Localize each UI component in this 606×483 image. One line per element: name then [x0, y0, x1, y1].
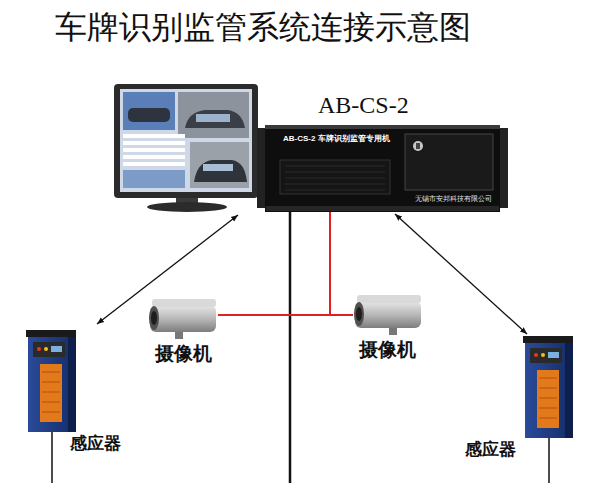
sensor-illustration-part [539, 408, 557, 409]
monitor-illustration-part [178, 92, 249, 138]
camera-illustration-part [356, 307, 362, 321]
sensor-illustration-part [42, 402, 60, 403]
sensor-illustration-part [42, 372, 60, 373]
server-illustration [257, 125, 508, 212]
camera-illustration-part [175, 331, 183, 339]
cable-line [289, 212, 292, 483]
monitor-illustration-part [123, 141, 185, 145]
sensor-illustration-part [42, 412, 60, 413]
camera-illustration-part [150, 305, 216, 332]
monitor-illustration-part [203, 164, 233, 171]
monitor-illustration-part [128, 108, 170, 122]
monitor-illustration-part [120, 89, 252, 192]
sensor-illustration-part [28, 335, 70, 432]
panel-label: AB-CS-2 车牌识别监管专用机 [283, 134, 390, 143]
sensor-illustration-part [539, 378, 557, 379]
monitor-illustration-part [123, 134, 185, 138]
camera-label: 摄像机 [359, 339, 416, 361]
camera-illustration-part [354, 302, 364, 326]
server-illustration-part [285, 178, 385, 179]
sensor: 感应器 [523, 336, 573, 438]
sensor-illustration-part [539, 418, 557, 419]
sensor-illustration-part [42, 392, 60, 393]
monitor-illustration-part [147, 202, 227, 212]
camera-label: 摄像机 [155, 343, 212, 365]
sensor-illustration [523, 336, 573, 438]
camera-illustration-part [149, 306, 159, 330]
sensor-post [548, 438, 550, 483]
connector [330, 212, 353, 315]
server-illustration-part [405, 134, 493, 190]
monitor-illustration [114, 84, 258, 212]
camera-illustration-part [355, 301, 421, 328]
sensor-illustration-part [525, 341, 567, 438]
monitor-illustration-part [114, 84, 258, 198]
server-illustration-part [280, 160, 390, 194]
monitor-illustration-part [123, 92, 175, 130]
server-box: AB-CS-2AB-CS-2 车牌识别监管专用机无锡市安邦科技有限公司 [265, 125, 500, 212]
server-illustration-part [265, 125, 500, 212]
sensor-illustration-part [68, 335, 76, 432]
monitor-illustration-part [123, 148, 185, 152]
camera-illustration-part [357, 295, 421, 303]
sensor-post [51, 432, 53, 483]
connector [218, 212, 330, 315]
monitor-illustration-part [123, 155, 185, 159]
server-illustration-part [413, 141, 423, 151]
sensor-illustration-part [537, 370, 559, 428]
camera-illustration [354, 295, 421, 335]
monitor-illustration-part [194, 160, 247, 182]
server-illustration-part [285, 166, 385, 167]
camera-illustration-part [151, 311, 157, 325]
sensor-illustration-part [548, 352, 559, 358]
sensor-illustration-part [530, 348, 562, 363]
sensor-label: 感应器 [465, 440, 516, 460]
sensor-illustration-part [26, 330, 76, 337]
sensor-illustration-part [539, 388, 557, 389]
monitor-illustration-part [123, 170, 185, 188]
sensor: 感应器 [26, 330, 76, 432]
monitor-illustration-part [185, 110, 245, 128]
connector [395, 214, 527, 334]
sensor-illustration-part [44, 347, 48, 351]
sensor-illustration-part [51, 346, 62, 352]
server-illustration-part [265, 125, 500, 129]
device-model: AB-CS-2 [318, 92, 409, 120]
sensor-illustration [26, 330, 76, 432]
sensor-illustration-part [565, 341, 573, 438]
sensor-illustration-part [33, 342, 65, 357]
sensor-illustration-part [42, 382, 60, 383]
server-illustration-part [285, 190, 385, 191]
camera-illustration [149, 299, 216, 339]
company-name: 无锡市安邦科技有限公司 [415, 195, 492, 203]
sensor-illustration-part [541, 353, 545, 357]
server-illustration-part [285, 172, 385, 173]
sensor-illustration-part [40, 364, 62, 422]
server-illustration-part [266, 206, 499, 211]
camera-illustration-part [389, 327, 397, 335]
monitor-illustration-part [190, 142, 249, 188]
server-illustration-part [416, 143, 420, 149]
server-illustration-part [285, 184, 385, 185]
monitor-illustration-part [123, 162, 185, 166]
camera: 摄像机 [149, 297, 218, 339]
diagram-title: 车牌识别监管系统连接示意图 [55, 8, 471, 46]
sensor-illustration-part [539, 398, 557, 399]
sensor-illustration-part [523, 336, 573, 343]
sensor-illustration-part [534, 353, 538, 357]
monitor-illustration-part [196, 114, 230, 122]
camera: 摄像机 [353, 293, 422, 335]
camera-illustration-part [152, 299, 216, 307]
sensor-illustration-part [37, 347, 41, 351]
sensor-label: 感应器 [70, 434, 121, 454]
